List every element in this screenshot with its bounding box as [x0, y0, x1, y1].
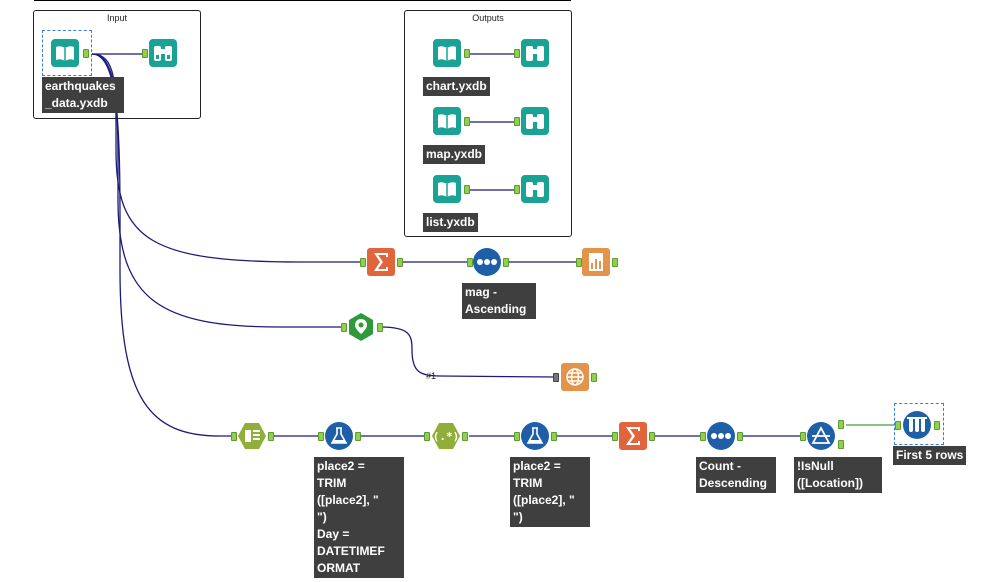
input-anchor[interactable] — [467, 258, 473, 267]
browse-tool-map[interactable] — [520, 106, 550, 136]
output-anchor[interactable] — [355, 432, 361, 441]
report-map-tool[interactable] — [560, 362, 590, 392]
input-anchor[interactable] — [700, 432, 706, 441]
input-anchor[interactable] — [576, 258, 582, 267]
input-anchor[interactable] — [514, 432, 520, 441]
output-anchor[interactable] — [464, 49, 470, 58]
formula2-annotation: place2 = TRIM ([place2], " ") — [510, 457, 590, 527]
filter-icon — [811, 426, 831, 444]
output-anchor[interactable] — [377, 323, 383, 332]
report-text-tool[interactable] — [581, 247, 611, 277]
sort-annotation: mag - Ascending — [462, 283, 536, 319]
input-anchor[interactable] — [424, 432, 430, 441]
wire-label: #1 — [426, 371, 437, 381]
sort-tool[interactable] — [472, 247, 502, 277]
input-anchor[interactable] — [553, 373, 559, 382]
formula-tool-1[interactable] — [324, 421, 354, 451]
input-file-annotation: earthquakes _data.yxdb — [42, 77, 124, 113]
input-anchor[interactable] — [612, 432, 618, 441]
spatial-info-tool[interactable] — [346, 312, 376, 342]
output-anchor[interactable] — [551, 432, 557, 441]
output-anchor[interactable] — [462, 432, 468, 441]
sort-tool-2[interactable] — [706, 421, 736, 451]
container-title: Outputs — [472, 13, 504, 23]
input-anchor[interactable] — [514, 117, 520, 126]
sigma-icon — [374, 253, 388, 271]
regex-tool[interactable]: (.*) — [431, 421, 461, 451]
text-to-columns-tool[interactable] — [237, 421, 267, 451]
chart-file-annotation: chart.yxdb — [423, 77, 490, 96]
sample-tool[interactable] — [902, 410, 932, 440]
regex-icon: (.*) — [433, 430, 460, 443]
summarize-tool[interactable] — [366, 247, 396, 277]
browse-tool-list[interactable] — [520, 174, 550, 204]
output-anchor[interactable] — [503, 258, 509, 267]
wire-input-summarize — [91, 53, 361, 263]
binoculars-icon — [526, 182, 544, 197]
input-anchor[interactable] — [142, 49, 148, 58]
binoculars-icon — [154, 46, 172, 61]
output-anchor[interactable] — [612, 258, 618, 267]
input-anchor[interactable] — [895, 421, 901, 430]
filter-tool[interactable] — [806, 421, 836, 451]
output-anchor[interactable] — [464, 117, 470, 126]
input-anchor[interactable] — [360, 258, 366, 267]
sigma-icon — [626, 427, 640, 445]
output-anchor[interactable] — [737, 432, 743, 441]
output-data-tool-list[interactable] — [432, 174, 462, 204]
output-anchor[interactable] — [268, 432, 274, 441]
binoculars-icon — [526, 114, 544, 129]
input-anchor[interactable] — [800, 432, 806, 441]
output-data-tool-chart[interactable] — [432, 38, 462, 68]
input-anchor[interactable] — [318, 432, 324, 441]
output-anchor-true[interactable] — [838, 420, 844, 429]
output-anchor[interactable] — [591, 373, 597, 382]
formula1-annotation: place2 = TRIM ([place2], " ") Day = DATE… — [314, 457, 404, 578]
summarize-tool-2[interactable] — [618, 421, 648, 451]
output-anchor[interactable] — [464, 185, 470, 194]
canvas-top-border — [34, 0, 571, 1]
output-anchor[interactable] — [83, 49, 89, 58]
browse-tool-chart[interactable] — [520, 38, 550, 68]
input-anchor[interactable] — [341, 323, 347, 332]
output-anchor[interactable] — [934, 421, 940, 430]
binoculars-icon — [526, 46, 544, 61]
output-anchor-false[interactable] — [838, 440, 844, 449]
output-anchor[interactable] — [649, 432, 655, 441]
report-chart-icon — [589, 253, 603, 271]
dots-icon — [711, 433, 731, 439]
test-tubes-icon — [907, 417, 927, 432]
output-data-tool-map[interactable] — [432, 106, 462, 136]
output-anchor[interactable] — [397, 258, 403, 267]
flask-icon — [526, 427, 544, 444]
dots-icon — [477, 259, 497, 265]
sample-annotation: First 5 rows — [893, 446, 967, 465]
selection-outline — [42, 30, 92, 76]
sort2-annotation: Count - Descending — [696, 457, 776, 493]
map-file-annotation: map.yxdb — [423, 145, 486, 164]
globe-icon — [566, 368, 584, 386]
container-title: Input — [106, 13, 128, 23]
input-anchor[interactable] — [231, 432, 237, 441]
wire-spatial-union — [379, 326, 556, 378]
input-anchor[interactable] — [514, 185, 520, 194]
selection-outline — [894, 403, 944, 445]
browse-tool[interactable] — [148, 38, 178, 68]
list-file-annotation: list.yxdb — [423, 213, 478, 232]
input-data-tool[interactable] — [50, 38, 80, 68]
input-anchor[interactable] — [514, 49, 520, 58]
formula-tool-2[interactable] — [520, 421, 550, 451]
wire-input-spatial — [91, 53, 341, 328]
columns-icon — [245, 430, 260, 442]
flask-icon — [330, 427, 348, 444]
filter-annotation: !IsNull ([Location]) — [794, 457, 882, 493]
